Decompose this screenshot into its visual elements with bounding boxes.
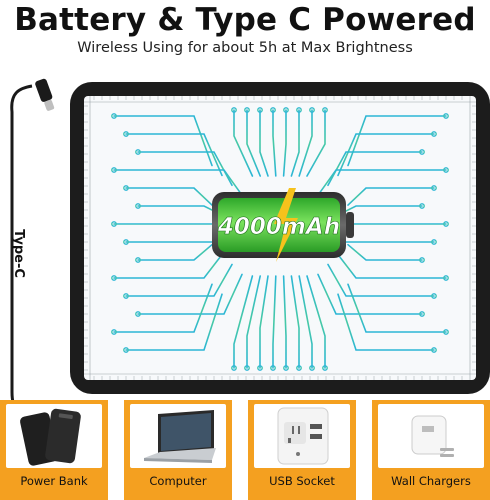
laptop-icon [144, 410, 216, 463]
source-tile-power-bank: Power Bank [0, 400, 108, 500]
battery-icon [212, 188, 354, 262]
light-pad-surface: 4000mAh [84, 96, 476, 380]
circuit-pattern: 4000mAh [84, 96, 476, 380]
page-subtitle: Wireless Using for about 5h at Max Brigh… [77, 40, 413, 56]
page-title: Battery & Type C Powered [14, 2, 476, 38]
source-label: USB Socket [269, 474, 335, 488]
source-label: Wall Chargers [391, 474, 471, 488]
power-sources: Power Bank Computer USB [0, 400, 490, 500]
source-tile-usb-socket: USB Socket [248, 400, 356, 500]
usb-socket-icon [277, 407, 329, 465]
source-tile-wall-charger: Wall Chargers [372, 400, 490, 500]
battery-capacity-label: 4000mAh [217, 214, 340, 240]
light-pad: 4000mAh [70, 82, 490, 394]
cable-label: Type-C [10, 229, 26, 278]
wall-charger-icon [411, 415, 454, 457]
source-label: Computer [149, 474, 207, 488]
source-tile-computer: Computer [124, 400, 232, 500]
power-bank-icon [20, 408, 81, 466]
source-label: Power Bank [20, 474, 88, 488]
